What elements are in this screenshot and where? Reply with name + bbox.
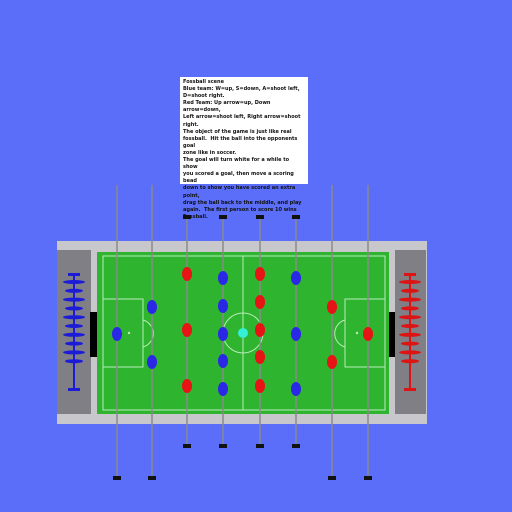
right-penalty-box [344,298,386,368]
blue-score-bead[interactable] [65,324,83,328]
red-player[interactable] [327,300,337,314]
red-player[interactable] [327,355,337,369]
red-score-bead[interactable] [399,280,421,284]
left-penalty-box [102,298,144,368]
blue-score-bead[interactable] [65,288,83,293]
blue-score-bead[interactable] [63,332,85,337]
rod-7-handle[interactable] [328,476,336,480]
red-player[interactable] [255,295,265,309]
rod-4-top-handle[interactable] [219,215,227,219]
blue-score-bead[interactable] [63,297,85,302]
red-score-bead[interactable] [399,315,421,320]
blue-player[interactable] [147,355,157,369]
rod-3-top-handle[interactable] [183,215,191,219]
red-player[interactable] [255,323,265,337]
blue-score-rail-cap [68,273,80,276]
instructions-panel: Fossball scene Blue team: W=up, S=down, … [180,77,308,220]
red-score-bead[interactable] [399,350,421,355]
right-penalty-arc [334,319,346,348]
red-player[interactable] [255,267,265,281]
left-goal [90,312,98,357]
rod-2-handle[interactable] [148,476,156,480]
rod-3-handle[interactable] [183,444,191,448]
ball[interactable] [238,328,248,338]
blue-score-bead[interactable] [63,315,85,320]
blue-player[interactable] [112,327,122,341]
red-score-bead[interactable] [401,324,419,328]
blue-score-rail-base [68,388,80,391]
left-penalty-spot [127,331,131,335]
red-score-bead[interactable] [399,297,421,302]
blue-player[interactable] [291,327,301,341]
blue-player[interactable] [218,271,228,285]
blue-score-bead[interactable] [63,280,85,284]
blue-score-bead[interactable] [65,306,83,311]
red-score-bead[interactable] [401,306,419,311]
red-player[interactable] [182,379,192,393]
red-score-rail-base [404,388,416,391]
blue-player[interactable] [218,382,228,396]
rod-4-handle[interactable] [219,444,227,448]
blue-score-bead[interactable] [63,350,85,355]
red-player[interactable] [255,379,265,393]
red-score-bead[interactable] [401,288,419,293]
right-goal [387,312,395,357]
red-score-bead[interactable] [401,341,419,346]
rod-6-top-handle[interactable] [292,215,300,219]
blue-player[interactable] [147,300,157,314]
rod-5-top-handle[interactable] [256,215,264,219]
red-player[interactable] [255,350,265,364]
red-player[interactable] [363,327,373,341]
red-score-rail-cap [404,273,416,276]
blue-player[interactable] [291,382,301,396]
blue-player[interactable] [218,354,228,368]
red-score-bead[interactable] [399,332,421,337]
red-player[interactable] [182,323,192,337]
blue-player[interactable] [218,327,228,341]
rod-5-handle[interactable] [256,444,264,448]
blue-score-bead[interactable] [65,341,83,346]
rod-1-handle[interactable] [113,476,121,480]
rod-6-handle[interactable] [292,444,300,448]
blue-score-bead[interactable] [65,359,83,364]
red-score-bead[interactable] [401,359,419,364]
rod-8-handle[interactable] [364,476,372,480]
red-player[interactable] [182,267,192,281]
right-penalty-spot [355,331,359,335]
blue-player[interactable] [218,299,228,313]
blue-player[interactable] [291,271,301,285]
left-penalty-arc [142,319,154,348]
